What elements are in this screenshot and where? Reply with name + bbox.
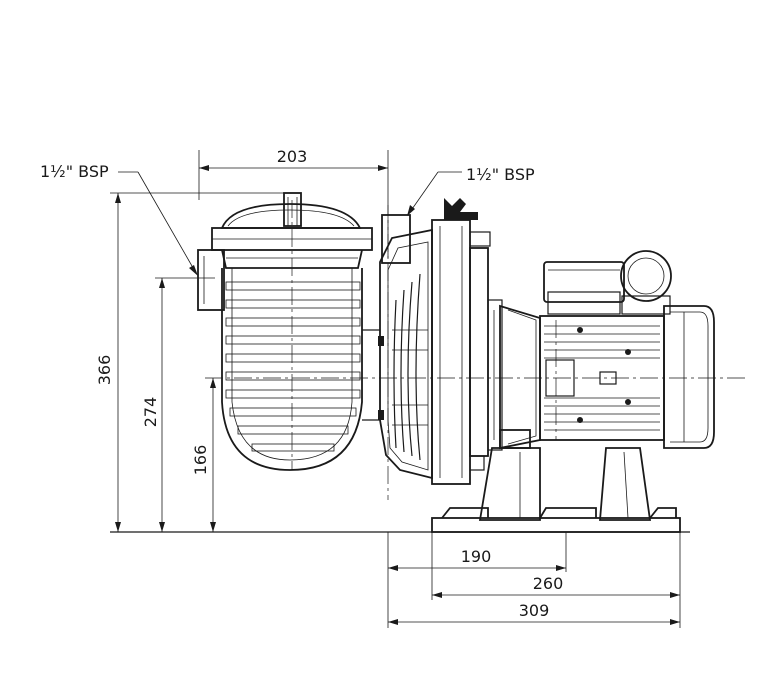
dim-base-309: 309 [519, 601, 550, 620]
dimension-lines [110, 150, 690, 628]
prefilter-basket [197, 192, 381, 471]
label-inlet-bsp: 1½" BSP [40, 162, 109, 181]
dim-base-190: 190 [461, 547, 492, 566]
dimension-labels: 203 1½" BSP 1½" BSP 366 274 166 190 260 … [40, 147, 563, 620]
label-outlet-bsp: 1½" BSP [466, 165, 535, 184]
dim-height-366: 366 [95, 355, 114, 386]
center-lines [205, 200, 748, 500]
dim-base-260: 260 [533, 574, 564, 593]
pump-housing [378, 198, 503, 485]
dim-height-274: 274 [141, 397, 160, 428]
dim-height-166: 166 [191, 445, 210, 476]
motor [499, 250, 715, 450]
dim-width-203: 203 [277, 147, 308, 166]
pump-base [431, 429, 681, 533]
